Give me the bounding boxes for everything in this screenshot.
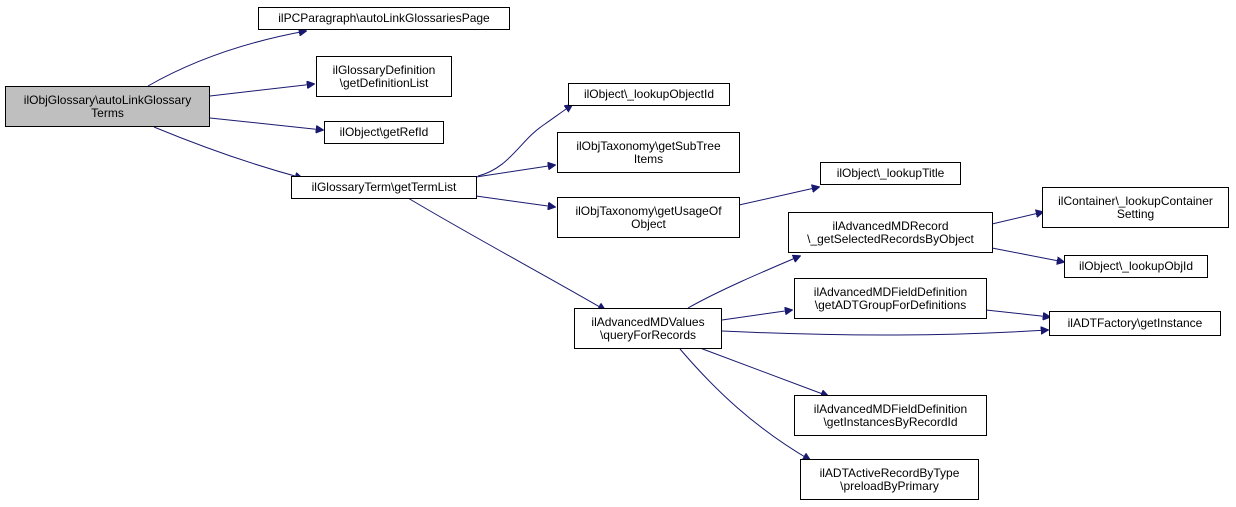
node-instrec[interactable]: ilAdvancedMDFieldDefinition \getInstance… (794, 395, 987, 436)
node-lookobj-line-1: ilObject\_lookupObjectId (583, 87, 715, 101)
node-amdvals-line-1: ilAdvancedMDValues (591, 314, 705, 329)
node-adtgroup[interactable]: ilAdvancedMDFieldDefinition \getADTGroup… (794, 278, 987, 319)
node-subtree[interactable]: ilObjTaxonomy\getSubTree Items (557, 132, 740, 173)
node-looktitle-line-1: ilObject\_lookupTitle (836, 166, 945, 180)
node-adtgroup-line-1: ilAdvancedMDFieldDefinition (813, 284, 968, 299)
edge-amdvals-adtfact (721, 330, 1048, 336)
node-getref[interactable]: ilObject\getRefId (324, 121, 444, 144)
node-lookobjid[interactable]: ilObject\_lookupObjId (1064, 255, 1208, 278)
node-lookobj[interactable]: ilObject\_lookupObjectId (568, 83, 730, 106)
node-glosdef[interactable]: ilGlossaryDefinition \getDefinitionList (316, 56, 452, 97)
node-adtact[interactable]: ilADTActiveRecordByType \preloadByPrimar… (800, 459, 979, 500)
edge-termlist-subtree (475, 165, 555, 178)
node-usage-line-2: Object (631, 216, 666, 231)
node-root[interactable]: ilObjGlossary\autoLinkGlossary Terms (5, 86, 210, 127)
node-adtact-line-1: ilADTActiveRecordByType (819, 465, 960, 480)
node-pcpar[interactable]: ilPCParagraph\autoLinkGlossariesPage (258, 7, 510, 30)
node-root-line-2: Terms (91, 105, 124, 120)
node-subtree-line-1: ilObjTaxonomy\getSubTree (576, 138, 721, 153)
node-adtfact[interactable]: ilADTFactory\getInstance (1049, 311, 1221, 336)
node-instrec-line-1: ilAdvancedMDFieldDefinition (813, 401, 968, 416)
edge-root-glosdef (209, 84, 314, 97)
edge-amdvals-instrec (699, 347, 828, 396)
node-adtgroup-line-2: \getADTGroupForDefinitions (814, 297, 967, 312)
node-amdrec[interactable]: ilAdvancedMDRecord \_getSelectedRecordsB… (788, 212, 993, 253)
node-usage[interactable]: ilObjTaxonomy\getUsageOf Object (557, 197, 740, 238)
edge-root-termlist (153, 126, 302, 178)
node-usage-line-1: ilObjTaxonomy\getUsageOf (575, 203, 722, 218)
node-pcpar-line-1: ilPCParagraph\autoLinkGlossariesPage (278, 11, 490, 25)
node-amdrec-line-1: ilAdvancedMDRecord (832, 218, 949, 233)
node-termlist[interactable]: ilGlossaryTerm\getTermList (291, 176, 477, 199)
edge-termlist-lookobj (477, 105, 572, 177)
edge-amdvals-adtact (679, 348, 810, 460)
edge-amdrec-contset (991, 212, 1043, 225)
node-adtact-line-2: \preloadByPrimary (840, 478, 939, 493)
edge-amdvals-amdrec (687, 256, 800, 309)
node-instrec-line-2: \getInstancesByRecordId (823, 414, 958, 429)
node-contset-line-2: Setting (1116, 206, 1155, 221)
node-root-line-1: ilObjGlossary\autoLinkGlossary (23, 92, 192, 107)
node-termlist-line-1: ilGlossaryTerm\getTermList (311, 180, 457, 194)
edge-amdvals-adtgroup (721, 310, 792, 321)
node-adtfact-line-1: ilADTFactory\getInstance (1067, 316, 1203, 330)
node-getref-line-1: ilObject\getRefId (339, 125, 429, 139)
edge-amdrec-lookobjid (991, 247, 1064, 262)
edge-root-getref (209, 117, 323, 130)
edge-termlist-usage (475, 195, 555, 207)
node-contset[interactable]: ilContainer\_lookupContainer Setting (1042, 187, 1229, 228)
edge-adtgroup-adtfact (985, 309, 1050, 317)
node-subtree-line-2: Items (633, 151, 664, 166)
edge-usage-looktitle (738, 187, 819, 206)
node-amdvals-line-2: \queryForRecords (599, 327, 697, 342)
node-amdvals[interactable]: ilAdvancedMDValues \queryForRecords (574, 308, 722, 349)
edge-termlist-amdvals (407, 197, 605, 310)
edge-root-pcpar (147, 31, 306, 87)
node-amdrec-line-2: \_getSelectedRecordsByObject (807, 231, 974, 246)
node-glosdef-line-2: \getDefinitionList (339, 75, 429, 90)
node-glosdef-line-1: ilGlossaryDefinition (332, 62, 436, 77)
node-looktitle[interactable]: ilObject\_lookupTitle (820, 162, 961, 185)
node-lookobjid-line-1: ilObject\_lookupObjId (1078, 259, 1194, 273)
node-contset-line-1: ilContainer\_lookupContainer (1058, 193, 1213, 208)
